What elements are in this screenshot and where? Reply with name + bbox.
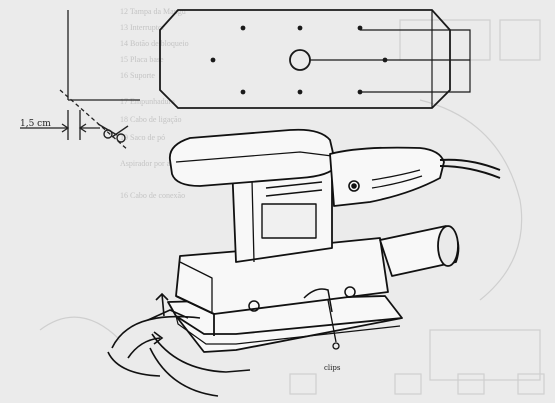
paper-strip-diagram: [20, 10, 140, 151]
clip-callout: [327, 299, 340, 350]
bleed-line-6: 17 Empunhadura: [120, 97, 175, 106]
insertion-arrow-icon: [127, 331, 164, 359]
base-plate-holes: [210, 25, 388, 95]
clip-label: clips: [324, 364, 341, 372]
bleed-line-3: 14 Botão de bloqueio: [120, 39, 189, 48]
sander-body: [167, 128, 501, 353]
bleed-line-7: 18 Cabo de ligação: [120, 115, 182, 124]
sandpaper-sheet: [107, 292, 251, 397]
show-through-layer: 12 Tampa da Mangu 13 Interruptor 14 Botã…: [39, 7, 545, 395]
scissors-icon: [97, 123, 129, 143]
bleed-line-1: 12 Tampa da Mangu: [120, 7, 186, 16]
clamp-screws: [248, 286, 356, 313]
bleed-line-10: 16 Cabo de conexão: [120, 191, 185, 200]
bleed-line-2: 13 Interruptor: [120, 23, 165, 32]
bleed-line-4: 15 Placa base: [120, 55, 164, 64]
dimension-label: 1,5 cm: [20, 119, 51, 129]
bleed-line-9: Aspirador por acoplamento: [120, 159, 208, 168]
bleed-line-5: 16 Suporte: [120, 71, 155, 80]
switch-icon: [348, 180, 360, 192]
bleed-line-8: 19 Saco de pó: [120, 133, 165, 142]
base-plate-top-view: [159, 9, 471, 109]
